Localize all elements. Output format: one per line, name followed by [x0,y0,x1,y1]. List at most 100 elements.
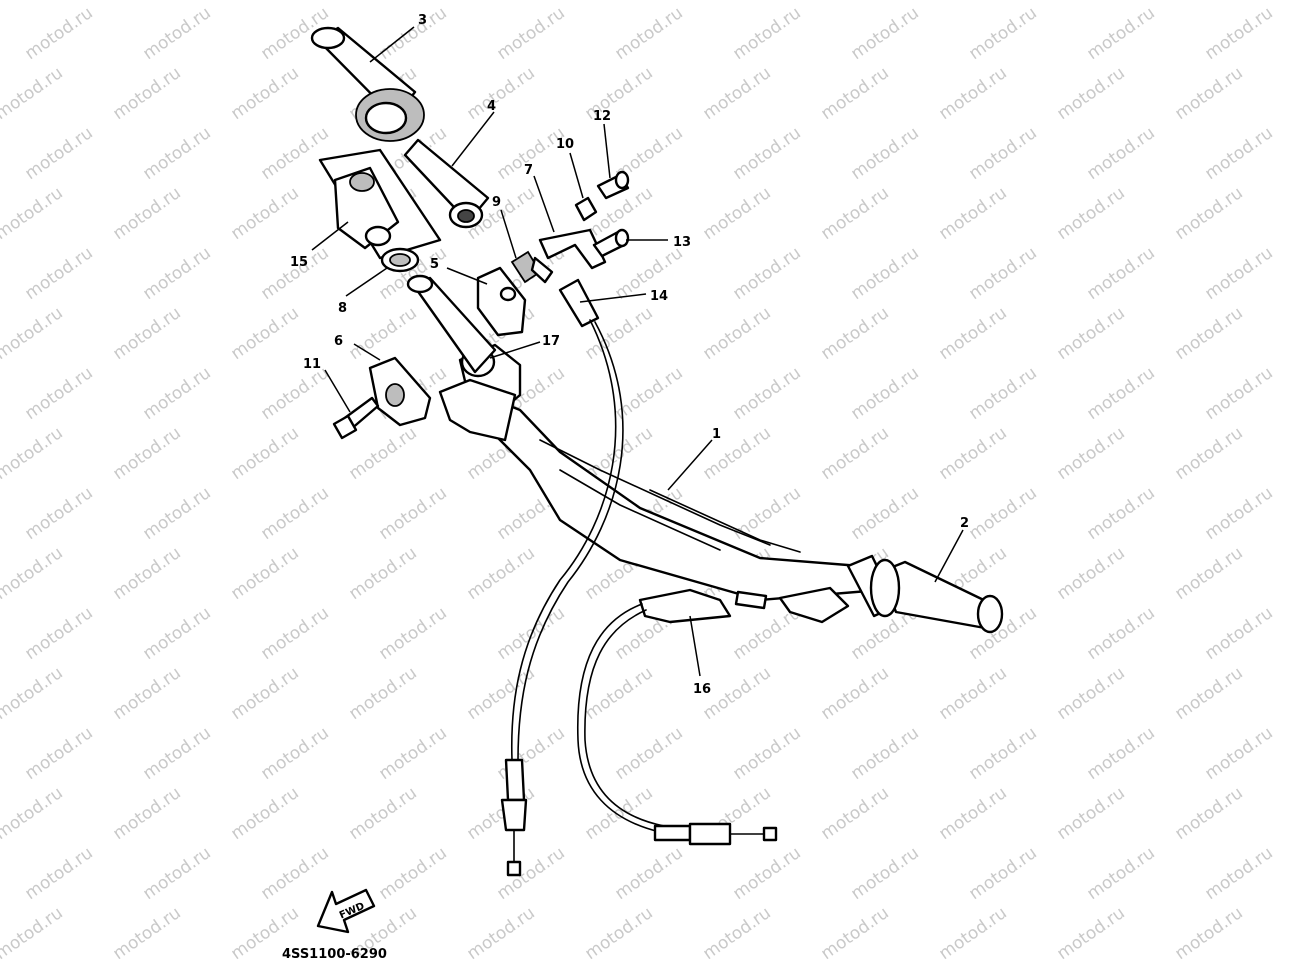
watermark-text: motod.ru [21,843,96,904]
watermark-text: motod.ru [1083,363,1158,424]
watermark-text: motod.ru [699,183,774,244]
watermark-text: motod.ru [345,0,420,4]
watermark-text: motod.ru [847,243,922,304]
grip-left [310,26,425,142]
watermark-text: motod.ru [1083,243,1158,304]
watermark-text: motod.ru [847,3,922,64]
watermark-text: motod.ru [965,483,1040,544]
watermark-text: motod.ru [345,423,420,484]
watermark-text: motod.ru [1201,243,1276,304]
watermark-text: motod.ru [965,123,1040,184]
watermark-text: motod.ru [21,603,96,664]
grip-right [846,554,1004,634]
callout-4: 4 [487,99,496,114]
watermark-text: motod.ru [1171,63,1246,124]
watermark-text: motod.ru [847,123,922,184]
throttle-housing [318,148,442,260]
watermark-text: motod.ru [1201,3,1276,64]
watermark-text: motod.ru [21,483,96,544]
callout-16: 16 [693,682,711,697]
callout-2: 2 [960,516,969,531]
callout-13: 13 [673,235,691,250]
watermark-text: motod.ru [109,783,184,844]
watermark-text: motod.ru [1053,903,1128,964]
watermark-text: motod.ru [257,843,332,904]
watermark-text: motod.ru [257,603,332,664]
watermark-text: motod.ru [21,243,96,304]
watermark-text: motod.ru [1053,543,1128,604]
watermark-text: motod.ru [0,63,67,124]
watermark-text: motod.ru [581,903,656,964]
callout-9: 9 [492,195,501,210]
watermark-text: motod.ru [0,423,67,484]
watermark-text: motod.ru [139,603,214,664]
watermark-text: motod.ru [21,363,96,424]
watermark-text: motod.ru [935,783,1010,844]
fwd-arrow: FWD [316,888,376,934]
nut-10 [574,196,598,222]
watermark-text: motod.ru [1201,363,1276,424]
watermark-text: motod.ru [699,63,774,124]
watermark-text: motod.ru [611,3,686,64]
watermark-text: motod.ru [1201,603,1276,664]
bar-mount-plate [438,378,517,442]
watermark-text: motod.ru [375,723,450,784]
watermark-text: motod.ru [1201,843,1276,904]
watermark-text: motod.ru [1171,903,1246,964]
watermark-text: motod.ru [965,363,1040,424]
watermark-text: motod.ru [227,63,302,124]
callout-15: 15 [290,255,308,270]
tube-guide [403,138,490,229]
watermark-text: motod.ru [935,0,1010,4]
watermark-text: motod.ru [1053,63,1128,124]
watermark-text: motod.ru [729,483,804,544]
callout-17: 17 [542,334,560,349]
watermark-text: motod.ru [345,303,420,364]
watermark-text: motod.ru [463,903,538,964]
watermark-text: motod.ru [0,0,67,4]
callout-5: 5 [430,257,439,272]
watermark-text: motod.ru [139,843,214,904]
watermark-text: motod.ru [1201,723,1276,784]
watermark-text: motod.ru [611,843,686,904]
watermark-text: motod.ru [965,3,1040,64]
watermark-text: motod.ru [227,303,302,364]
watermark-text: motod.ru [139,723,214,784]
watermark-text: motod.ru [109,663,184,724]
watermark-text: motod.ru [817,63,892,124]
watermark-text: motod.ru [375,483,450,544]
watermark-text: motod.ru [109,63,184,124]
watermark-text: motod.ru [817,423,892,484]
watermark-text: motod.ru [1083,723,1158,784]
callout-6: 6 [334,334,343,349]
watermark-text: motod.ru [1171,183,1246,244]
watermark-text: motod.ru [227,543,302,604]
watermark-text: motod.ru [699,903,774,964]
watermark-text: motod.ru [139,123,214,184]
watermark-text: motod.ru [699,423,774,484]
watermark-text: motod.ru [21,723,96,784]
watermark-text: motod.ru [847,843,922,904]
watermark-text: motod.ru [0,543,67,604]
watermark-text: motod.ru [847,363,922,424]
watermark-text: motod.ru [139,483,214,544]
watermark-text: motod.ru [611,723,686,784]
watermark-text: motod.ru [109,903,184,964]
watermark-text: motod.ru [1053,423,1128,484]
watermark-text: motod.ru [463,63,538,124]
watermark-text: motod.ru [463,783,538,844]
watermark-text: motod.ru [1083,603,1158,664]
watermark-text: motod.ru [257,723,332,784]
drawing-code: 4SS1100-6290 [282,947,387,962]
watermark-text: motod.ru [1053,663,1128,724]
callouts: 1 2 3 4 5 6 7 8 9 10 11 12 13 14 15 16 1… [290,13,969,697]
watermark-text: motod.ru [935,183,1010,244]
watermark-text: motod.ru [227,663,302,724]
cable-adjuster [530,228,607,284]
watermark-text: motod.ru [375,843,450,904]
watermark-text: motod.ru [729,723,804,784]
watermark-text: motod.ru [257,483,332,544]
watermark-text: motod.ru [463,0,538,4]
watermark-text: motod.ru [21,3,96,64]
